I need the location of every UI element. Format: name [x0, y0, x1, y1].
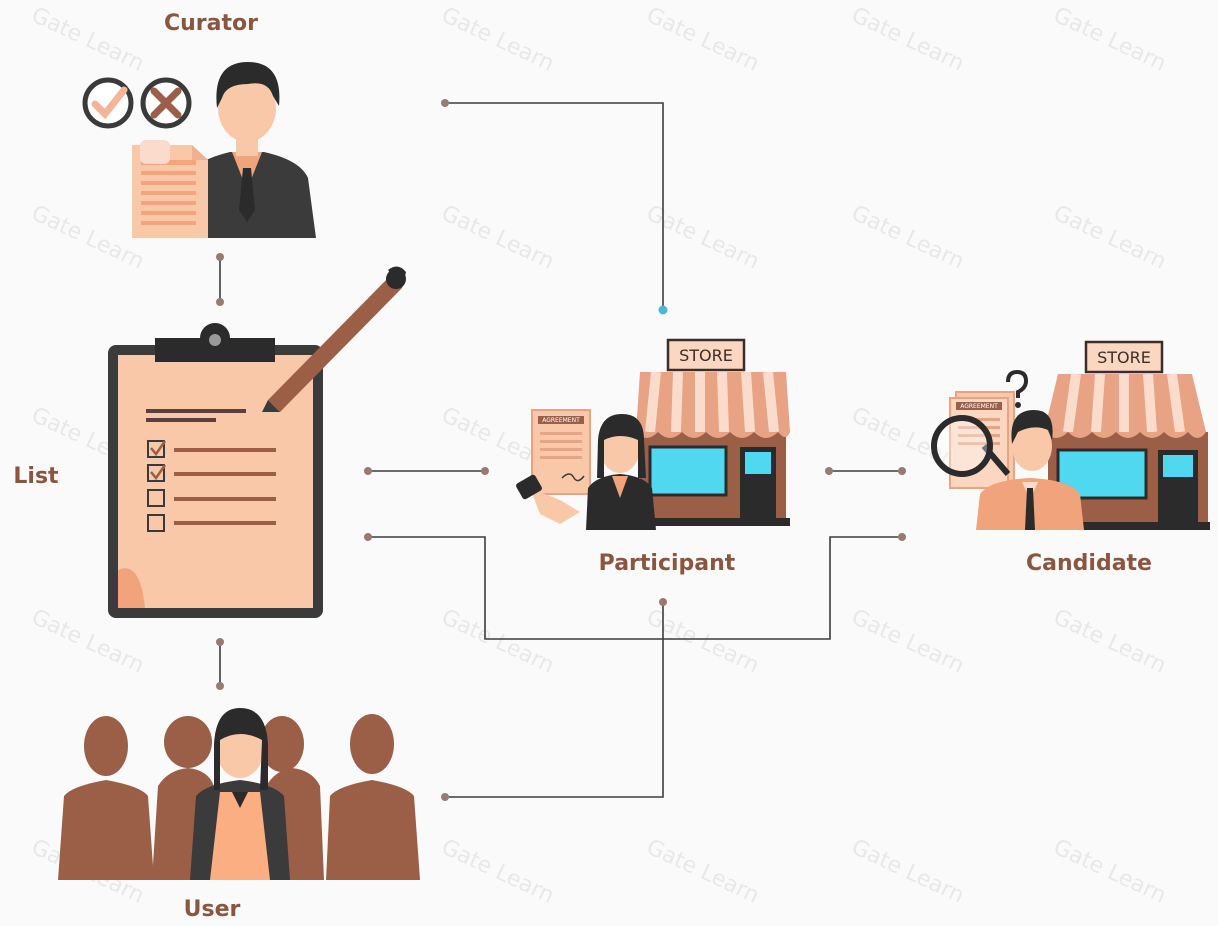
participant-label: Participant — [599, 551, 736, 576]
store-sign: STORE — [679, 346, 733, 365]
dot — [441, 99, 449, 107]
watermark-text: Gate Learn — [437, 605, 557, 679]
watermark-text: Gate Learn — [642, 605, 762, 679]
dot — [216, 682, 224, 690]
watermark-text: Gate Learn — [847, 3, 967, 77]
pencil-icon — [262, 266, 406, 412]
dot-accent — [658, 305, 668, 315]
dot — [216, 253, 224, 261]
store-icon: STORE — [1044, 340, 1210, 530]
watermark-text: Gate Learn — [847, 201, 967, 275]
agreement-title: AGREEMENT — [960, 403, 998, 410]
candidate-node: Candidate STORE AGREEMENT — [931, 340, 1210, 576]
list-node: List — [13, 266, 406, 618]
checkbox-checked — [147, 464, 167, 482]
watermark-text: Gate Learn — [642, 3, 762, 77]
watermark-text: Gate Learn — [437, 835, 557, 909]
question-mark-icon — [1006, 369, 1029, 408]
watermark-text: Gate Learn — [1049, 835, 1169, 909]
watermark-text: Gate Learn — [1049, 3, 1169, 77]
watermark-text: Gate Learn — [642, 201, 762, 275]
watermark-text: Gate Learn — [847, 605, 967, 679]
agreement-document-icon: AGREEMENT — [531, 409, 591, 495]
connector-curator-participant — [445, 102, 664, 310]
store-icon: STORE — [636, 338, 790, 526]
connector-dots — [216, 99, 906, 801]
candidate-avatar — [976, 410, 1084, 530]
check-icon — [82, 77, 134, 129]
watermark-text: Gate Learn — [27, 3, 147, 77]
list-label: List — [13, 464, 59, 489]
curator-head — [218, 74, 276, 142]
watermark-text: Gate Learn — [847, 835, 967, 909]
curator-label: Curator — [164, 11, 258, 36]
checkbox-empty — [147, 514, 165, 532]
watermark-text: Gate Learn — [437, 3, 557, 77]
clipboard-icon — [108, 323, 323, 618]
dot — [481, 467, 489, 475]
store-sign: STORE — [1097, 348, 1151, 367]
dot — [216, 638, 224, 646]
watermark-text: Gate Learn — [27, 201, 147, 275]
curator-node: Curator — [82, 11, 316, 238]
dot — [659, 598, 667, 606]
candidate-label: Candidate — [1026, 551, 1152, 576]
participant-node: Participant STORE AGREEMENT — [516, 338, 790, 576]
document-icon — [132, 140, 208, 238]
user-node: User — [58, 708, 420, 922]
connector-list-candidate — [368, 536, 902, 640]
dot — [898, 533, 906, 541]
handshake-icon — [516, 474, 580, 524]
dot — [898, 467, 906, 475]
agreement-title: AGREEMENT — [542, 417, 580, 424]
magnifier-icon — [931, 415, 1011, 477]
checkbox-checked — [147, 440, 167, 458]
dot — [825, 467, 833, 475]
user-avatar — [190, 708, 290, 880]
watermark-text: Gate Learn — [642, 835, 762, 909]
user-label: User — [184, 897, 241, 922]
curator-hair — [216, 62, 280, 108]
watermark-text: Gate Learn — [437, 201, 557, 275]
dot — [364, 533, 372, 541]
checkbox-empty — [147, 489, 165, 507]
dot — [364, 467, 372, 475]
cross-icon — [140, 77, 192, 129]
participant-avatar — [586, 414, 656, 530]
connectors — [219, 102, 902, 798]
dot — [216, 298, 224, 306]
watermark-text: Gate Learn — [1049, 605, 1169, 679]
connector-user-participant — [445, 602, 664, 798]
dot — [441, 793, 449, 801]
watermark-text: Gate Learn — [1049, 201, 1169, 275]
